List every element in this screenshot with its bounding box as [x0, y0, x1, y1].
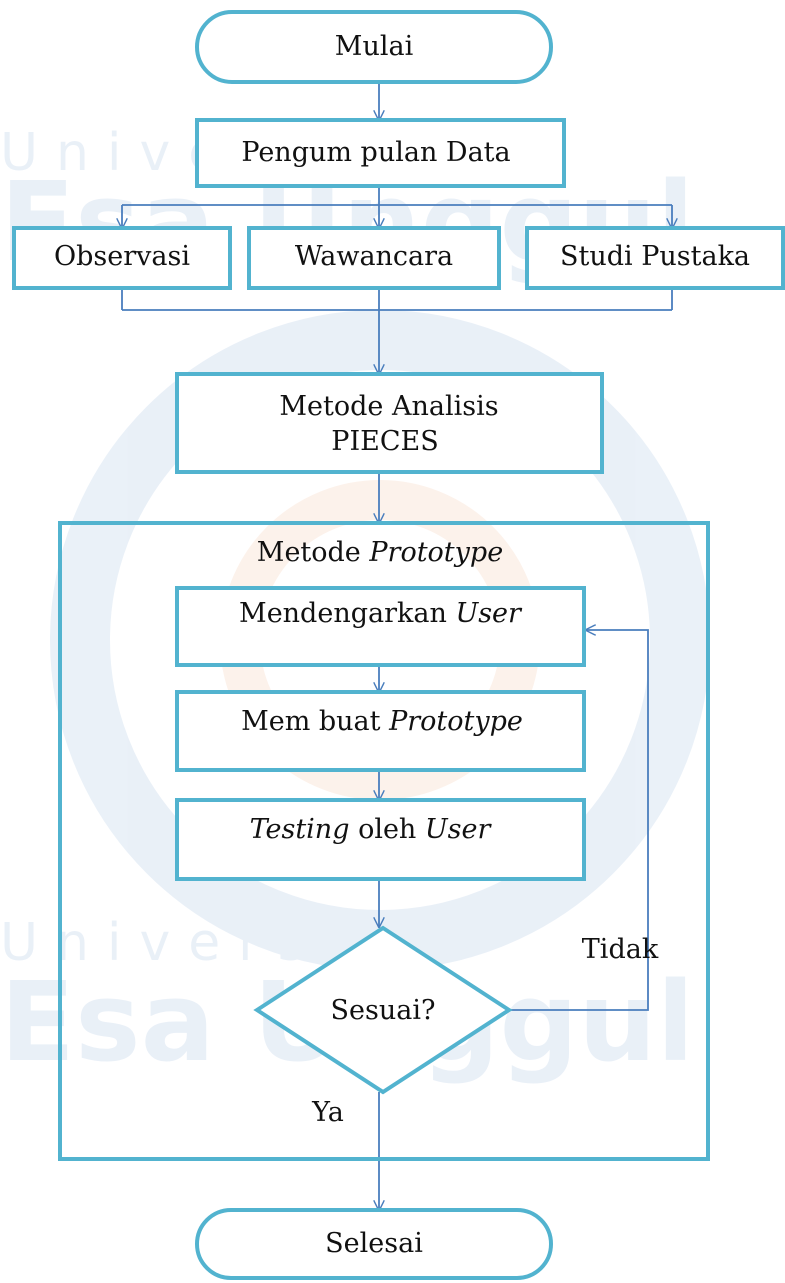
decision-label: Sesuai?	[331, 995, 436, 1026]
prototype-group: Metode Prototype	[58, 521, 710, 1161]
observation-box: Observasi	[12, 226, 232, 290]
start-terminator: Mulai	[195, 10, 553, 84]
start-label: Mulai	[335, 31, 414, 62]
build-prototype-box: Mem buat Prototype	[175, 690, 586, 772]
analysis-label-line1: Metode Analisis	[279, 391, 498, 422]
listen-user-label: Mendengarkan User	[239, 598, 523, 629]
listen-user-box: Mendengarkan User	[175, 586, 586, 667]
yes-branch-label: Ya	[311, 1097, 344, 1128]
build-prototype-label: Mem buat Prototype	[241, 706, 523, 737]
observation-label: Observasi	[54, 241, 190, 272]
decision-diamond: Sesuai?	[253, 925, 513, 1095]
interview-label: Wawancara	[295, 241, 453, 272]
end-terminator: Selesai	[195, 1208, 553, 1280]
no-branch-label: Tidak	[582, 934, 659, 965]
testing-label: Testing oleh User	[250, 814, 493, 845]
connectors	[122, 82, 672, 1210]
interview-box: Wawancara	[247, 226, 501, 290]
loop-back-arrow	[509, 630, 649, 1011]
analysis-box: Metode Analisis PIECES	[175, 372, 604, 474]
testing-box: Testing oleh User	[175, 798, 586, 881]
prototype-group-title: Metode Prototype	[257, 537, 503, 568]
data-collection-label: Pengum pulan Data	[241, 137, 510, 168]
literature-box: Studi Pustaka	[525, 226, 785, 290]
literature-label: Studi Pustaka	[560, 241, 750, 272]
analysis-label-line2: PIECES	[331, 426, 438, 457]
end-label: Selesai	[325, 1228, 423, 1259]
data-collection-box: Pengum pulan Data	[195, 118, 566, 188]
